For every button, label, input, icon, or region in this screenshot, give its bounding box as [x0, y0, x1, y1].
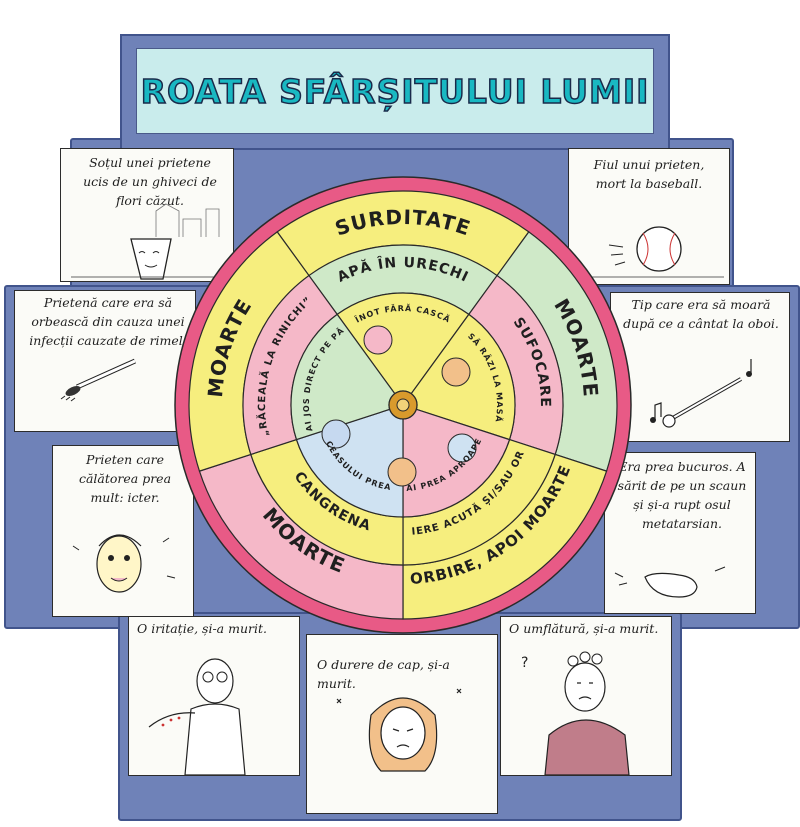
- laughing-face-icon: [441, 357, 471, 387]
- panel-caption: O umflătură, și-a murit.: [509, 621, 659, 636]
- title-box: ROATA SFÂRȘITULUI LUMII: [136, 48, 654, 134]
- wheel-hub-center: [396, 398, 410, 412]
- panel-low-right: Era prea bucuros. A sărit de pe un scaun…: [604, 452, 756, 614]
- panel-low-left: Prieten care călătorea prea mult: icter.: [52, 445, 194, 617]
- oboe-icon: [662, 377, 742, 428]
- broken-foot-icon: [614, 566, 726, 598]
- tv-icon: [447, 433, 477, 463]
- swollen-woman-icon: [544, 651, 630, 775]
- panel-caption: O durere de cap, și-a murit.: [317, 657, 450, 691]
- panel-caption: Prieten care călătorea prea mult: icter.: [78, 452, 172, 505]
- rash-man-icon: [148, 658, 246, 775]
- wrist-icon: [387, 457, 417, 487]
- music-notes-icon: [650, 359, 752, 423]
- panel-caption: Era prea bucuros. A sărit de pe un scaun…: [617, 459, 747, 531]
- panel-caption: Soțul unei prietene ucis de un ghiveci d…: [83, 155, 217, 208]
- panel-bottom-left: O iritație, și-a murit.: [128, 616, 300, 776]
- question-mark-icon: ?: [521, 655, 528, 671]
- mascara-icon: [60, 358, 137, 402]
- svg-text:?: ?: [521, 655, 528, 671]
- panel-caption: Tip care era să moară după ce a cântat l…: [623, 297, 779, 331]
- panel-caption: Fiul unui prieten, mort la baseball.: [593, 157, 705, 191]
- panel-caption: O iritație, și-a murit.: [137, 621, 267, 636]
- panel-bottom-center: O durere de cap, și-a murit.: [306, 634, 498, 814]
- jaundiced-man-icon: [72, 534, 176, 593]
- panel-caption: Prietenă care era să orbească din cauza …: [29, 295, 187, 348]
- title-banner: ROATA SFÂRȘITULUI LUMII: [120, 34, 670, 150]
- panel-top-right: Fiul unui prieten, mort la baseball.: [568, 148, 730, 285]
- panel-mid-left: Prietenă care era să orbească din cauza …: [14, 290, 196, 432]
- panel-top-left: Soțul unei prietene ucis de un ghiveci d…: [60, 148, 234, 282]
- panel-mid-right: Tip care era să moară după ce a cântat l…: [610, 292, 790, 442]
- sitting-person-icon: [321, 419, 351, 449]
- flower-pot-icon: [71, 203, 229, 280]
- headache-woman-icon: [336, 688, 462, 772]
- swimmer-icon: [363, 325, 393, 355]
- baseball-icon: [579, 226, 724, 278]
- panel-bottom-right: O umflătură, și-a murit. ?: [500, 616, 672, 776]
- page-title: ROATA SFÂRȘITULUI LUMII: [140, 71, 650, 112]
